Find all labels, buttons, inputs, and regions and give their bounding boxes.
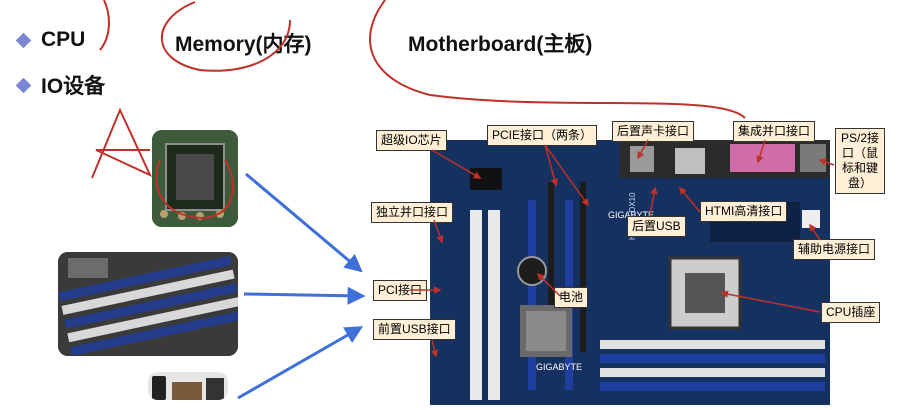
brand-label: GIGABYTE	[608, 210, 654, 220]
callout-hdmi: HTMI高清接口	[700, 201, 788, 222]
bullet-io: IO设备	[15, 70, 106, 100]
callout-front-usb: 前置USB接口	[373, 319, 456, 340]
callout-parallel: 集成并口接口	[733, 121, 816, 142]
callout-battery: 电池	[554, 287, 589, 308]
callout-parallel-standalone: 独立并口接口	[371, 202, 454, 223]
heading-motherboard: Motherboard(主板)	[408, 33, 593, 56]
star-scribble-mark	[91, 107, 153, 179]
callout-super-io: 超级IO芯片	[376, 130, 447, 151]
blue-arrows	[237, 172, 366, 400]
callout-aux-power: 辅助电源接口	[793, 239, 876, 260]
memory-slots-photo	[58, 252, 238, 356]
callout-pointer-lines	[410, 139, 835, 358]
callout-rear-usb: 后置USB	[627, 216, 686, 237]
heatsink-brand-label: GIGABYTE	[536, 362, 582, 372]
circle-cpu-mark	[99, 0, 110, 51]
circle-motherboard-mark	[369, 0, 746, 119]
callout-ps2: PS/2接口（鼠标和键盘）	[835, 128, 885, 194]
circle-socket-mark	[155, 159, 234, 220]
bullet-io-text: IO设备	[41, 75, 106, 98]
arrow-icon	[237, 326, 364, 400]
motherboard-image: GIGABYTE GIGABYTE HDMI - DX10	[430, 140, 830, 405]
memory-slots-photo-graphic	[58, 252, 238, 356]
motherboard-graphic: GIGABYTE GIGABYTE HDMI - DX10	[430, 140, 830, 405]
annotation-overlay	[91, 0, 835, 400]
callout-cpu-socket: CPU插座	[821, 302, 881, 323]
io-devices-photo-graphic	[148, 372, 228, 400]
circle-memory-mark	[160, 1, 291, 72]
model-label: HDMI - DX10	[628, 192, 637, 240]
callout-pci: PCI接口	[373, 280, 428, 301]
bullet-cpu: CPU	[15, 28, 86, 52]
arrow-icon	[245, 172, 363, 273]
callout-pcie: PCIE接口（两条）	[487, 125, 598, 146]
arrow-icon	[243, 286, 366, 305]
bullet-cpu-text: CPU	[41, 28, 86, 51]
io-devices-photo	[148, 372, 228, 400]
handwritten-marks	[91, 0, 746, 220]
callout-rear-audio: 后置声卡接口	[612, 121, 695, 142]
